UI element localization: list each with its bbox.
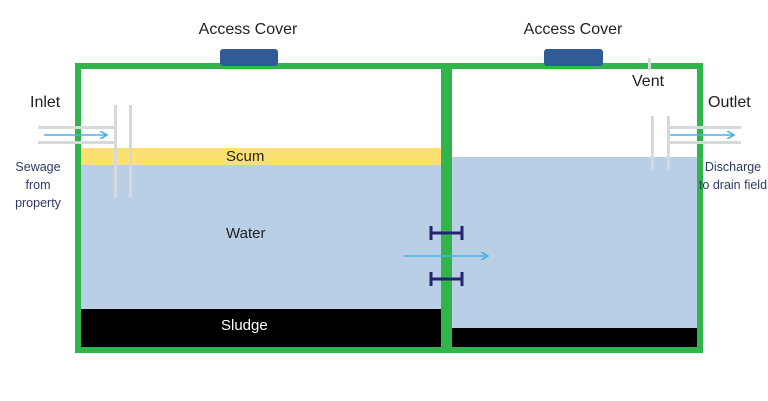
- access-cover-left: [220, 49, 278, 66]
- scum-layer: [81, 148, 441, 165]
- access-cover-left-label: Access Cover: [198, 21, 298, 38]
- sludge-layer: [81, 309, 441, 347]
- sludge-label: Sludge: [221, 317, 268, 334]
- sludge-right: [452, 328, 697, 347]
- partition-wall: [441, 66, 452, 350]
- water-right: [452, 157, 697, 328]
- access-cover-right-label: Access Cover: [523, 21, 623, 38]
- inlet-label: Inlet: [30, 94, 61, 111]
- water-label: Water: [226, 225, 266, 242]
- inlet-pipe: [38, 105, 132, 198]
- tank-outline: [75, 63, 703, 353]
- lower-baffle-connector: [429, 272, 464, 286]
- outlet-label: Outlet: [708, 94, 751, 111]
- vent-label: Vent: [632, 73, 665, 90]
- scum-label: Scum: [226, 148, 265, 165]
- outlet-pipe: [648, 58, 741, 169]
- outlet-note: Discharge to drain field: [698, 160, 768, 192]
- access-cover-right: [544, 49, 603, 66]
- water-left: [81, 165, 441, 309]
- upper-baffle-connector: [429, 226, 464, 240]
- inlet-note: Sewage from property: [15, 160, 61, 210]
